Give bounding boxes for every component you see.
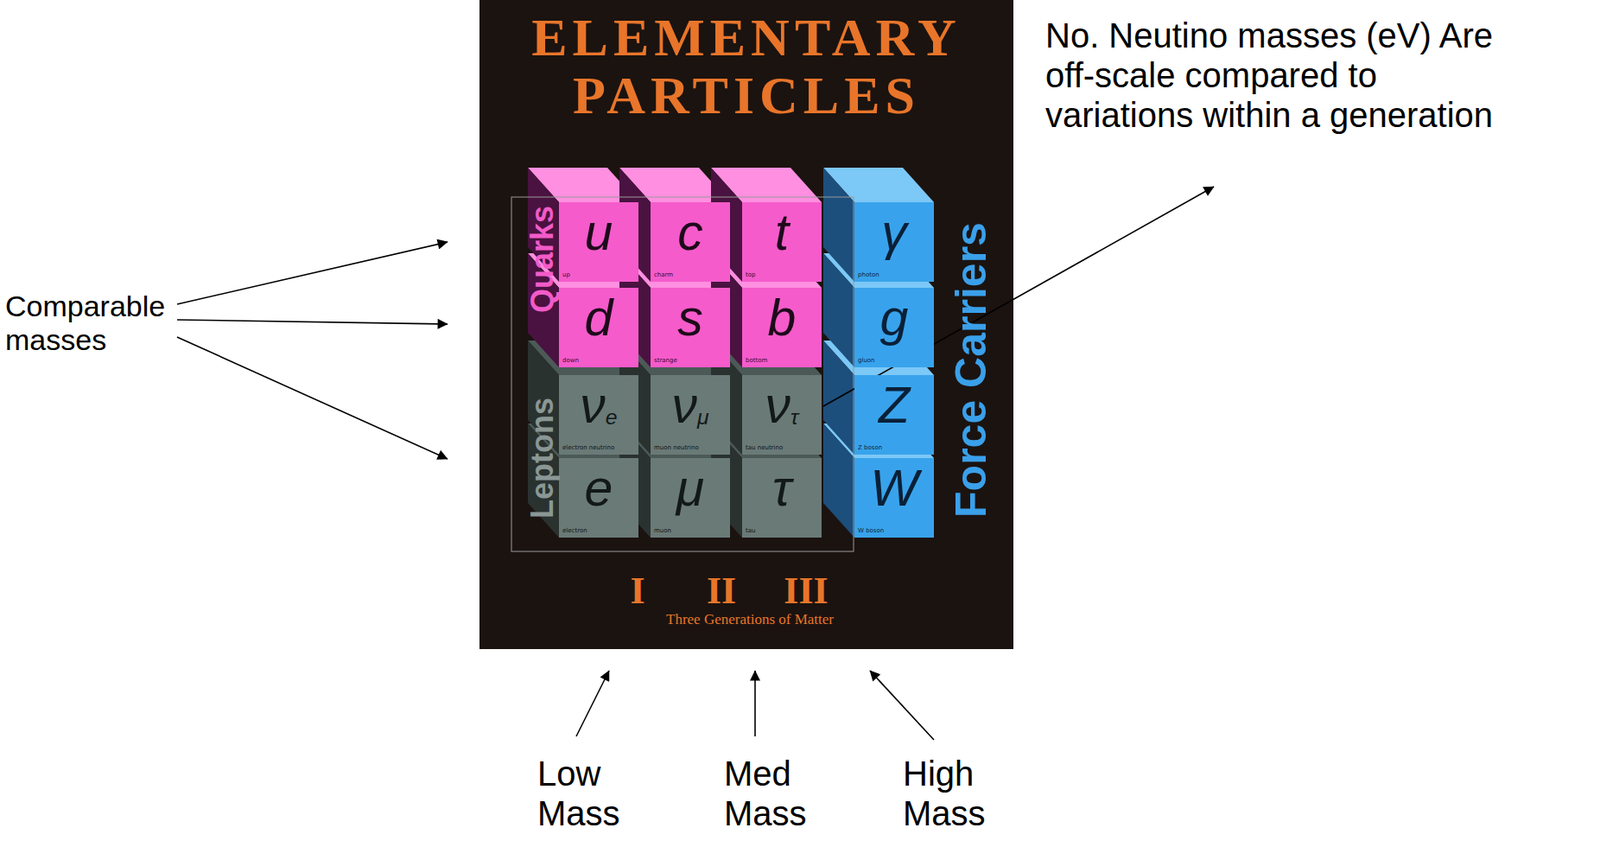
annotation-note: No. Neutino masses (eV) Are off-scale co…: [1045, 15, 1530, 135]
particle-cube: t top: [742, 202, 822, 282]
particle-symbol: d: [558, 292, 639, 344]
particle-cube: s strange: [650, 287, 731, 368]
symbol-subscript: e: [605, 405, 618, 429]
particle-name: down: [562, 357, 579, 365]
particle-symbol: c: [650, 207, 731, 259]
column-label: Force Carriers: [949, 222, 993, 518]
symbol-letter: s: [677, 289, 704, 347]
symbol-letter: ν: [765, 376, 792, 434]
symbol-letter: e: [584, 459, 614, 517]
particle-name: gluon: [857, 357, 876, 365]
particle-cube: ντ tau neutrino: [742, 374, 822, 455]
generation-caption: Three Generations of Matter: [666, 611, 834, 629]
particle-symbol: νμ: [650, 380, 731, 432]
symbol-letter: d: [584, 289, 614, 347]
particle-name: electron: [562, 527, 588, 535]
particle-symbol: νe: [558, 380, 639, 432]
annotation-arrows: [177, 186, 1214, 740]
particle-cube: μ muon: [650, 457, 731, 538]
annotation-note: Low Mass: [537, 753, 633, 833]
leader-arrow: [754, 670, 756, 737]
particle-cube: νe electron neutrino: [558, 374, 639, 455]
particle-symbol: τ: [742, 463, 822, 515]
generation-numeral: I: [629, 570, 645, 612]
symbol-letter: τ: [772, 459, 792, 517]
particle-symbol: t: [742, 207, 822, 259]
particle-symbol: e: [558, 463, 639, 515]
cube-side-faces: [527, 167, 743, 368]
symbol-letter: ν: [671, 376, 698, 434]
particle-name: Z boson: [857, 444, 883, 452]
symbol-letter: γ: [881, 203, 908, 261]
particle-name: muon neutrino: [653, 444, 699, 452]
cube-side: [823, 423, 855, 538]
symbol-letter: c: [677, 203, 704, 261]
symbol-letter: b: [768, 289, 797, 347]
leader-arrow: [576, 670, 610, 737]
leader-arrow: [823, 186, 1214, 407]
particle-name: tau: [745, 527, 756, 535]
leader-arrow: [177, 336, 448, 459]
particle-symbol: s: [650, 292, 731, 344]
particle-name: W boson: [857, 527, 884, 535]
particle-cube: b bottom: [742, 287, 822, 368]
particle-symbol: Z: [854, 380, 934, 432]
particle-cube: γ photon: [854, 202, 934, 282]
cube-side-faces: [527, 340, 743, 538]
row-label: Quarks: [526, 205, 559, 313]
poster-title: ELEMENTARY PARTICLES: [479, 8, 1014, 125]
symbol-letter: W: [869, 459, 919, 517]
leader-arrow: [177, 241, 448, 305]
particle-cube: W W boson: [854, 457, 934, 538]
symbol-letter: u: [584, 203, 614, 261]
symbol-letter: ν: [579, 376, 606, 434]
particle-name: charm: [653, 272, 674, 280]
particle-cube: τ tau: [742, 457, 822, 538]
particle-name: photon: [857, 272, 880, 280]
particle-name: top: [745, 272, 756, 280]
symbol-subscript: μ: [697, 405, 710, 429]
cube-side-faces: [823, 167, 855, 538]
annotation-note: Med Mass: [723, 753, 820, 833]
cube-top-faces: [527, 167, 822, 288]
annotation-note: High Mass: [902, 753, 998, 833]
poster-background: [479, 0, 1014, 649]
particle-symbol: μ: [650, 463, 731, 515]
symbol-letter: t: [774, 203, 789, 261]
particle-symbol: ντ: [742, 380, 822, 432]
particle-name: muon: [653, 527, 672, 535]
symbol-letter: g: [880, 289, 909, 347]
particle-cube: u up: [558, 202, 639, 282]
poster-panel: ELEMENTARY PARTICLES u up c charm t top γ photon…: [479, 0, 1014, 649]
particle-symbol: γ: [854, 207, 934, 259]
particle-name: strange: [653, 357, 678, 365]
particle-name: bottom: [745, 357, 768, 365]
cube-top-faces: [823, 167, 934, 458]
particle-cube: d down: [558, 287, 639, 368]
generation-numeral: II: [706, 570, 737, 612]
generation-numeral: III: [783, 570, 828, 612]
row-label: Leptons: [526, 397, 559, 519]
particle-symbol: u: [558, 207, 639, 259]
particle-name: up: [562, 272, 571, 280]
particle-name: tau neutrino: [745, 444, 783, 452]
symbol-letter: Z: [878, 376, 910, 434]
particle-symbol: g: [854, 292, 934, 344]
particle-cube: νμ muon neutrino: [650, 374, 731, 455]
particle-symbol: b: [742, 292, 822, 344]
particle-cube: g gluon: [854, 287, 934, 368]
annotation-note: Comparable masses: [5, 289, 183, 357]
particle-symbol: W: [854, 463, 934, 515]
particle-cube: c charm: [650, 202, 731, 282]
leader-arrow: [177, 319, 448, 324]
particle-name: electron neutrino: [562, 444, 615, 452]
particle-cube: e electron: [558, 457, 639, 538]
symbol-letter: μ: [676, 459, 705, 517]
matter-frame: [511, 196, 854, 552]
symbol-subscript: τ: [790, 405, 799, 429]
particle-cube: Z Z boson: [854, 374, 934, 455]
leader-arrow: [869, 670, 934, 740]
